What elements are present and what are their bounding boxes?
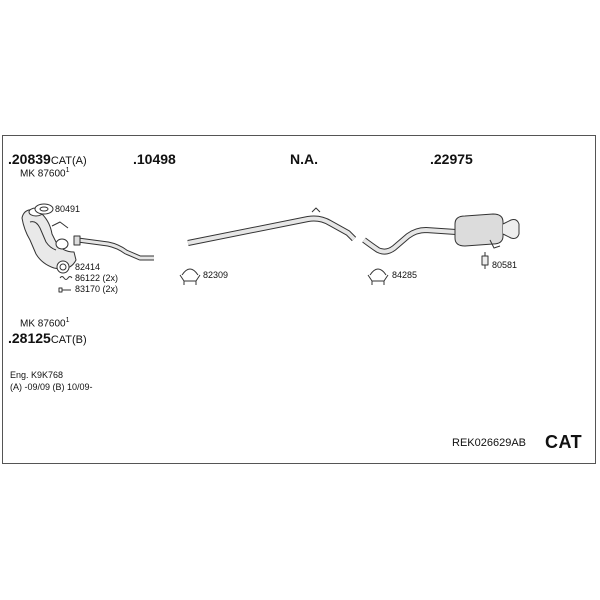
accessory-80581: 80581 xyxy=(492,260,518,270)
clamp-84285-drawing xyxy=(367,268,389,285)
rear-pipe-drawing xyxy=(362,227,457,255)
accessory-82414: 82414 xyxy=(75,262,101,272)
mk-sup: 1 xyxy=(65,167,70,174)
front-pipe-drawing xyxy=(73,235,154,261)
diagram-frame xyxy=(2,135,596,464)
category-label: CAT xyxy=(545,432,583,452)
mk-text: MK 87600 xyxy=(20,318,66,330)
part-label-middle: N.A. xyxy=(290,151,318,167)
accessory-82309: 82309 xyxy=(203,270,229,280)
part-number: .20839 xyxy=(8,151,51,167)
part-label-catalytic-b: .28125CAT(B) xyxy=(8,331,87,346)
reference-code: REK026629AB xyxy=(452,437,526,449)
engine-note: Eng. K9K768 xyxy=(10,370,64,380)
middle-pipe-drawing xyxy=(187,207,357,246)
mk-label-bottom: MK 876001 xyxy=(20,317,70,329)
mk-text: MK 87600 xyxy=(20,168,66,180)
spring-86122-drawing xyxy=(59,276,73,280)
part-label-front-pipe: .10498 xyxy=(133,151,176,167)
mk-label-top: MK 876001 xyxy=(20,167,70,179)
gasket-80491-drawing xyxy=(34,203,54,215)
accessory-83170: 83170 (2x) xyxy=(75,284,119,294)
clamp-82309-drawing xyxy=(179,268,201,285)
bolt-83170-drawing xyxy=(58,287,71,293)
part-number: .28125 xyxy=(8,330,51,346)
rear-silencer-drawing xyxy=(454,213,520,249)
part-label-rear: .22975 xyxy=(430,151,473,167)
part-label-catalytic-a: .20839CAT(A) xyxy=(8,152,87,167)
part-suffix: CAT(B) xyxy=(50,334,87,346)
mk-sup: 1 xyxy=(65,317,70,324)
accessory-86122: 86122 (2x) xyxy=(75,273,119,283)
accessory-84285: 84285 xyxy=(392,270,418,280)
accessory-80491: 80491 xyxy=(55,204,81,214)
hanger-80581-drawing xyxy=(481,252,489,269)
part-suffix: CAT(A) xyxy=(50,155,87,167)
ring-82414-drawing xyxy=(56,260,70,274)
catalytic-converter-drawing xyxy=(21,207,77,270)
years-note: (A) -09/09 (B) 10/09- xyxy=(10,382,93,392)
